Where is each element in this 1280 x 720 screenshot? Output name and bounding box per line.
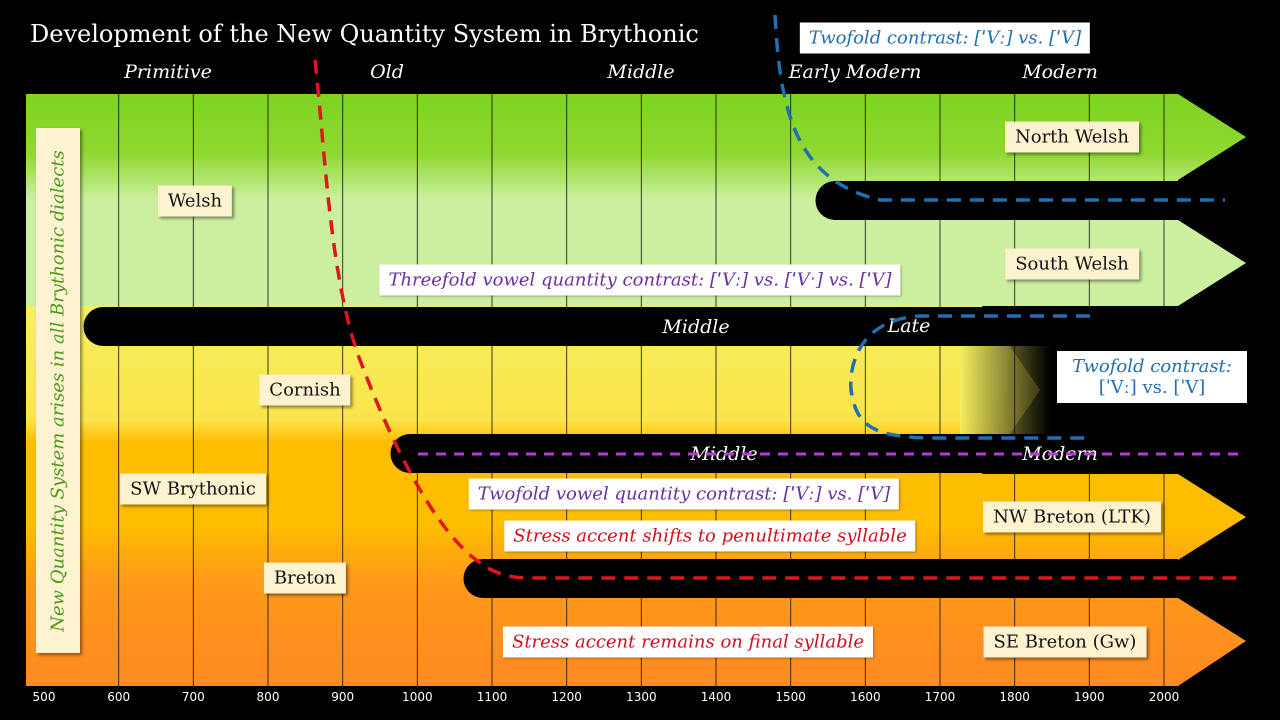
- welsh-split-bar: [815, 181, 1178, 220]
- cornish-fade: [960, 345, 1050, 435]
- tick-label: 1300: [626, 690, 657, 704]
- tick-label: 1000: [402, 690, 433, 704]
- tick-label: 700: [181, 690, 205, 704]
- note-twofold-cornish-line1: Twofold contrast:: [1072, 356, 1232, 377]
- tick-label: 1400: [700, 690, 732, 704]
- label-north-welsh: North Welsh: [1004, 121, 1140, 153]
- cornish-split-bar: [83, 307, 1179, 346]
- label-nw-breton: NW Breton (LTK): [983, 501, 1161, 533]
- tick-label: 1200: [551, 690, 582, 704]
- tick-label: 1500: [775, 690, 806, 704]
- label-cornish-middle: Middle: [662, 316, 730, 338]
- period-old: Old: [370, 61, 404, 83]
- note-stress-final: Stress accent remains on final syllable: [502, 626, 874, 658]
- page-title: Development of the New Quantity System i…: [30, 20, 699, 48]
- label-breton: Breton: [263, 562, 347, 594]
- tick-label: 900: [331, 690, 355, 704]
- label-sw-brythonic: SW Brythonic: [120, 473, 266, 505]
- label-cornish-late: Late: [887, 315, 931, 337]
- label-south-welsh: South Welsh: [1005, 248, 1139, 280]
- breton-dialect-bar: [463, 559, 1179, 598]
- vertical-label: New Quantity System arises in all Brytho…: [36, 128, 80, 653]
- period-modern: Modern: [1022, 61, 1098, 83]
- label-cornish: Cornish: [259, 374, 351, 406]
- period-middle: Middle: [607, 61, 675, 83]
- tick-label: 500: [32, 690, 56, 704]
- label-breton-modern: Modern: [1022, 443, 1098, 465]
- tick-label: 1100: [476, 690, 508, 704]
- note-twofold-welsh: Twofold contrast: [ˈVː] vs. [ˈV]: [799, 22, 1091, 54]
- breton-split-bar: [390, 434, 1280, 473]
- tick-label: 2000: [1148, 690, 1180, 704]
- tick-label: 1800: [999, 690, 1030, 704]
- vertical-label-text: New Quantity System arises in all Brytho…: [47, 149, 69, 632]
- label-se-breton: SE Breton (Gw): [983, 626, 1147, 658]
- tick-label: 1700: [924, 690, 956, 704]
- note-twofold-cornish-line2: [ˈVː] vs. [ˈV]: [1098, 377, 1206, 398]
- tick-label: 800: [256, 690, 280, 704]
- period-primitive: Primitive: [124, 61, 212, 83]
- note-threefold: Threefold vowel quantity contrast: [ˈVː]…: [379, 264, 901, 296]
- note-stress-penultimate: Stress accent shifts to penultimate syll…: [504, 520, 916, 552]
- tick-label: 1900: [1074, 690, 1105, 704]
- note-twofold-cornish: Twofold contrast: [ˈVː] vs. [ˈV]: [1057, 351, 1247, 403]
- note-twofold-vowel: Twofold vowel quantity contrast: [ˈVː] v…: [468, 478, 900, 510]
- label-breton-middle: Middle: [690, 443, 758, 465]
- tick-label: 1600: [850, 690, 881, 704]
- period-early-modern: Early Modern: [788, 61, 922, 83]
- tick-label: 600: [107, 690, 131, 704]
- label-welsh: Welsh: [157, 185, 233, 217]
